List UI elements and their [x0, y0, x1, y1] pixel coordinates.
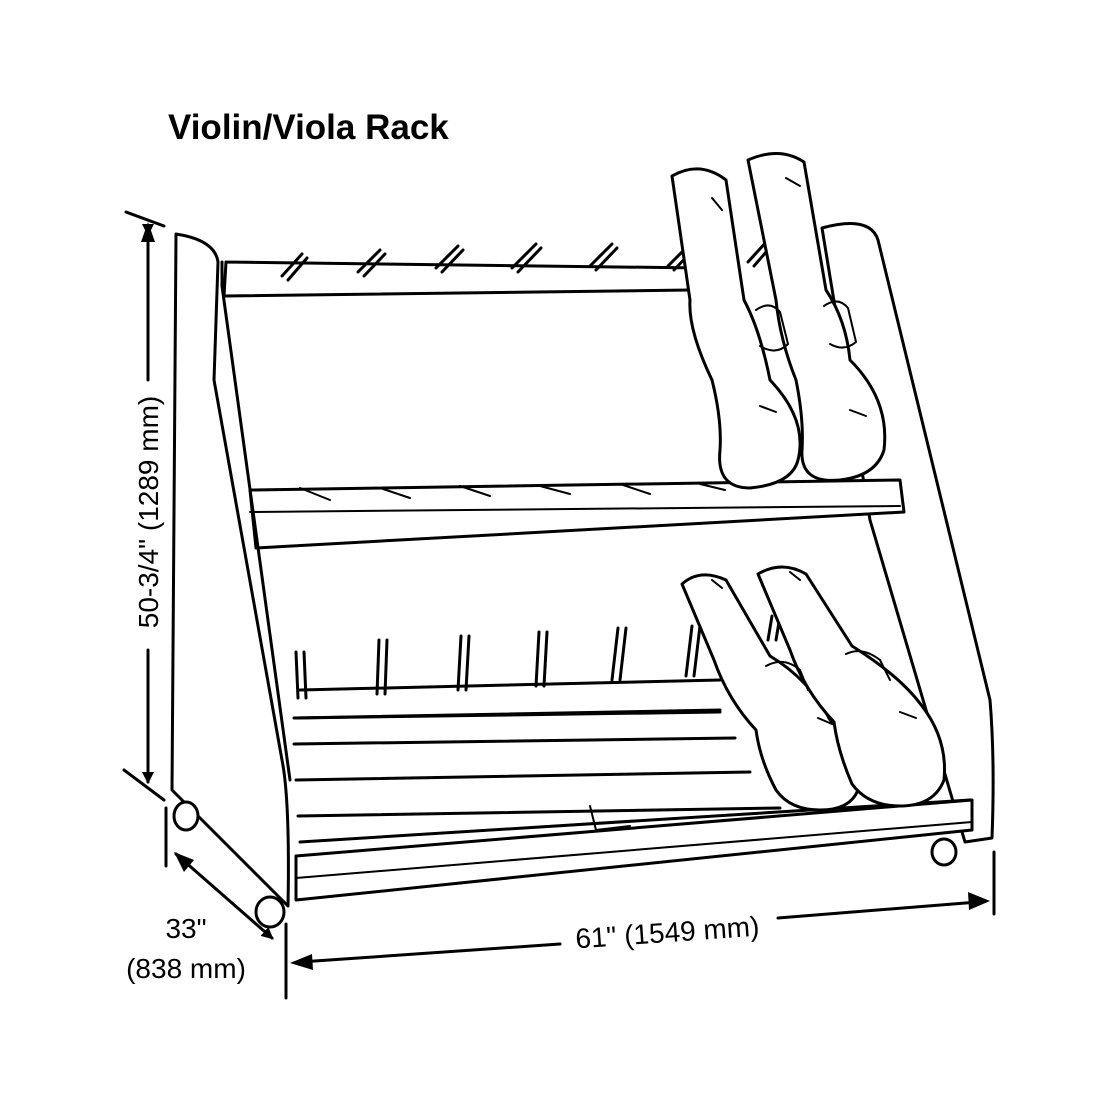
depth-label-line1: 33" — [165, 913, 206, 944]
lower-violin-cases — [680, 565, 946, 812]
height-label: 50-3/4" (1289 mm) — [133, 396, 164, 628]
left-side-panel — [170, 232, 290, 908]
depth-dimension — [164, 806, 274, 940]
upper-violin-cases — [670, 152, 887, 490]
lower-floor-slats — [292, 710, 972, 844]
width-dimension — [284, 850, 996, 1000]
depth-label-line2: (838 mm) — [126, 953, 246, 984]
lower-pegs — [294, 614, 782, 700]
width-label: 61" (1549 mm) — [574, 911, 760, 955]
height-dimension — [122, 210, 166, 802]
diagram-title: Violin/Viola Rack — [168, 108, 449, 147]
upper-back-rail — [222, 260, 702, 298]
upper-shelf — [248, 478, 906, 550]
